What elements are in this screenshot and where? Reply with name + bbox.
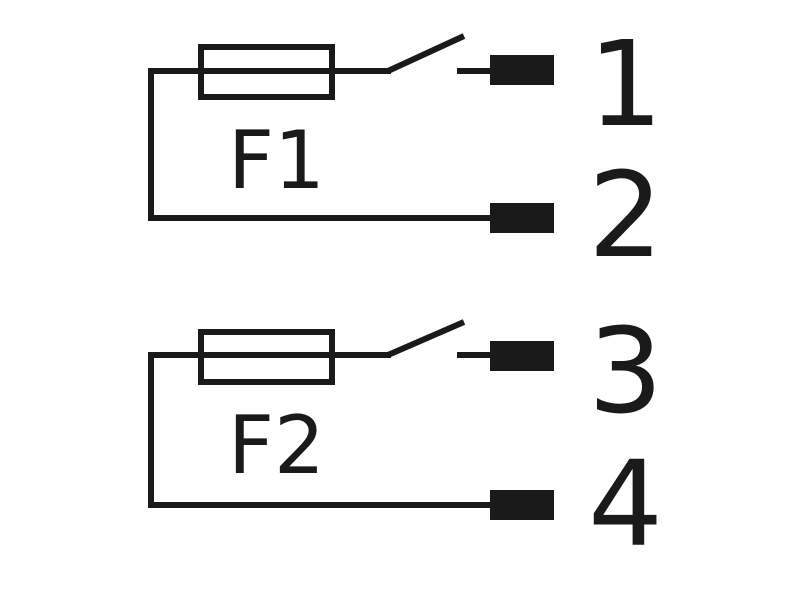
circuit-2: F2 3 4 — [148, 302, 663, 573]
fuse-f2-label: F2 — [228, 399, 325, 492]
terminal-2-pad — [490, 203, 554, 233]
terminal-3-pad — [490, 341, 554, 371]
circuit-1: F1 1 2 — [148, 15, 663, 284]
fuse-f1 — [198, 44, 335, 100]
terminal-3-number: 3 — [588, 302, 663, 440]
terminal-2-number: 2 — [588, 146, 663, 284]
fuse-f2 — [198, 329, 335, 385]
circuit-1-loop-wire — [148, 68, 493, 221]
switch-1 — [386, 33, 493, 74]
switch-2 — [386, 319, 493, 358]
terminal-1-number: 1 — [588, 15, 663, 153]
fuse-f1-label: F1 — [228, 114, 325, 207]
terminal-4-number: 4 — [588, 435, 663, 573]
terminal-1-pad — [490, 55, 554, 85]
terminal-4-pad — [490, 490, 554, 520]
switch-1-blade — [386, 33, 466, 74]
circuit-2-loop-wire — [148, 352, 493, 508]
switch-2-blade — [386, 319, 466, 358]
